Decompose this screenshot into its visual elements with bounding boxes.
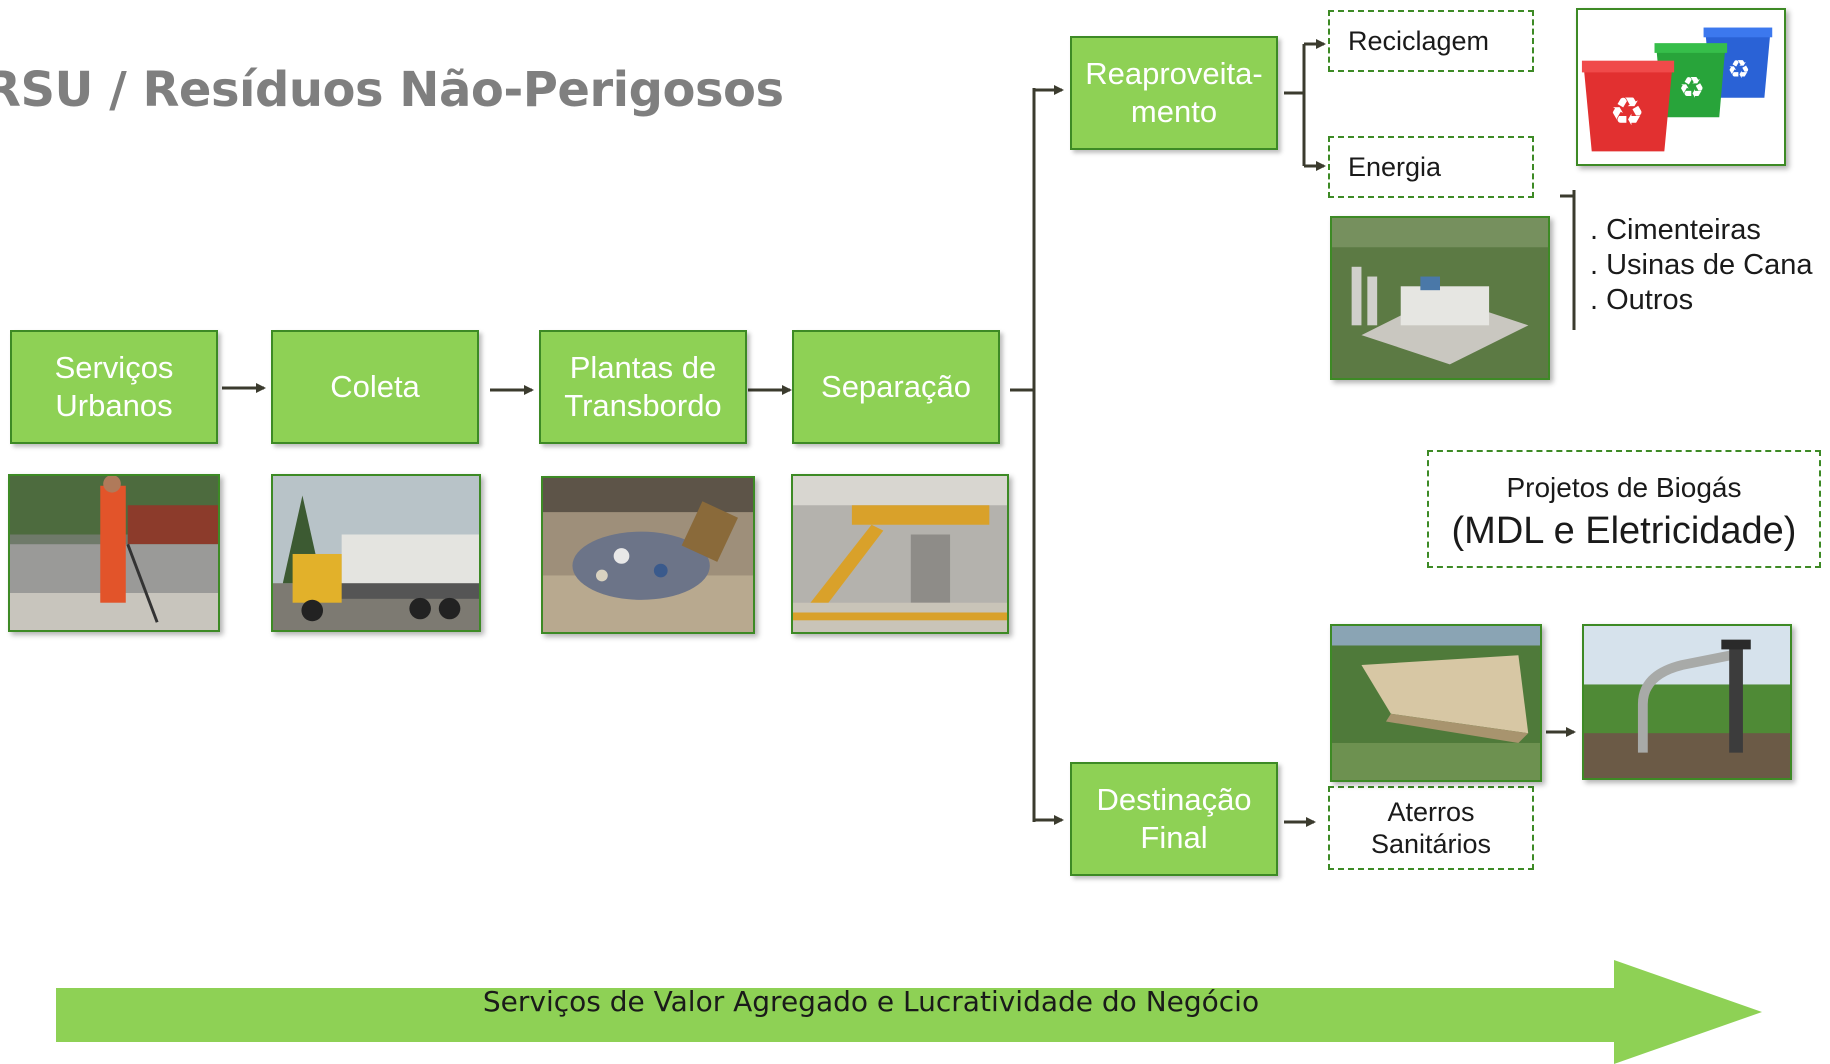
box-coleta-label: Coleta xyxy=(330,369,420,404)
biogas-pipe-photo xyxy=(1582,624,1792,780)
energy-use-cimenteiras: . Cimenteiras xyxy=(1590,214,1761,246)
biogas-line1: Projetos de Biogás xyxy=(1506,472,1742,503)
svg-text:♻: ♻ xyxy=(1679,71,1705,105)
page-title: RSU / Resíduos Não-Perigosos xyxy=(0,62,784,118)
box-aterros-label: Aterros Sanitários xyxy=(1370,797,1492,859)
landfill-photo xyxy=(1330,624,1542,782)
box-plantas-transbordo: Plantas de Transbordo xyxy=(539,330,747,444)
box-reaproveitamento-label: Reaproveita-mento xyxy=(1085,56,1263,129)
box-servicos-urbanos-label: Serviços Urbanos xyxy=(54,350,174,423)
svg-text:♻: ♻ xyxy=(1609,90,1644,135)
box-destinacao-final: Destinação Final xyxy=(1070,762,1278,876)
box-biogas-projects: Projetos de Biogás (MDL e Eletricidade) xyxy=(1427,450,1821,568)
biogas-line2: (MDL e Eletricidade) xyxy=(1451,510,1797,552)
energy-use-usinas: . Usinas de Cana xyxy=(1590,249,1813,281)
box-reaproveitamento: Reaproveita-mento xyxy=(1070,36,1278,150)
box-servicos-urbanos: Serviços Urbanos xyxy=(10,330,218,444)
box-energia: Energia xyxy=(1328,136,1534,198)
separation-plant-photo xyxy=(791,474,1009,634)
forklift-truck-photo xyxy=(271,474,481,632)
box-reciclagem-label: Reciclagem xyxy=(1348,25,1490,56)
power-plant-photo xyxy=(1330,216,1550,380)
box-separacao-label: Separação xyxy=(821,369,971,404)
box-coleta: Coleta xyxy=(271,330,479,444)
box-plantas-transbordo-label: Plantas de Transbordo xyxy=(564,350,722,423)
box-energia-label: Energia xyxy=(1348,151,1442,182)
energy-use-outros: . Outros xyxy=(1590,284,1694,316)
value-banner-text: Serviços de Valor Agregado e Lucrativida… xyxy=(482,985,1260,1018)
transfer-plant-photo xyxy=(541,476,755,634)
box-destinacao-final-label: Destinação Final xyxy=(1096,782,1252,855)
svg-text:♻: ♻ xyxy=(1727,54,1750,84)
box-aterros-sanitarios: Aterros Sanitários xyxy=(1328,786,1534,870)
box-separacao: Separação xyxy=(792,330,1000,444)
street-sweeper-photo xyxy=(8,474,220,632)
recycle-bins-photo: ♻ ♻ ♻ xyxy=(1576,8,1786,166)
box-reciclagem: Reciclagem xyxy=(1328,10,1534,72)
